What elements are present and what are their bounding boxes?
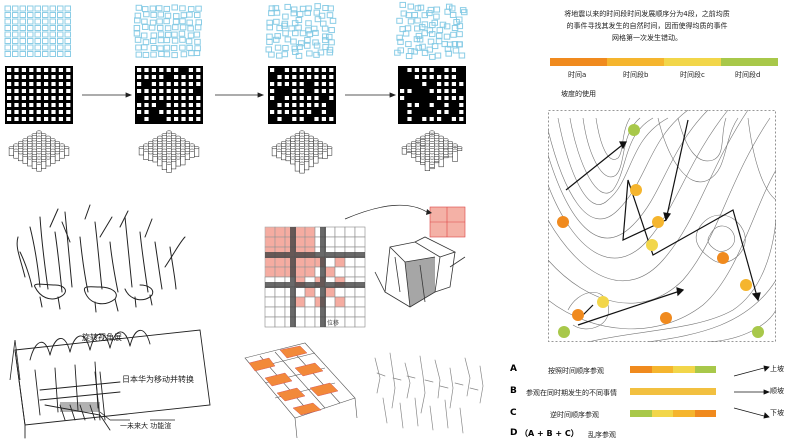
timeline-label-c: 时间段c [680, 71, 705, 79]
bar-seg [651, 366, 673, 373]
timeline-seg-c [664, 58, 721, 66]
legend-text-b: 参观在同时期发生的不同事情 [526, 389, 617, 397]
cyan-blocks-stage-2 [133, 4, 203, 59]
svg-text:位移: 位移 [327, 319, 339, 327]
timeline-label-a: 时间a [568, 71, 587, 79]
slope-title: 坡度的使用 [561, 90, 596, 98]
iso-blocks-stage-1 [8, 130, 70, 172]
legend-dir-c: 下坡 [770, 409, 784, 417]
bar-seg [694, 366, 716, 373]
legend-letter-a: A [510, 364, 517, 374]
cyan-blocks-stage-4 [394, 1, 468, 60]
event-dots [557, 124, 764, 338]
legend-text-a: 按照时间顺序参观 [548, 367, 604, 375]
timeline-label-d: 时间段d [735, 71, 761, 79]
legend-text-c: 逆时间顺序参观 [550, 411, 599, 419]
bar-seg [651, 410, 673, 417]
bar-seg [630, 410, 652, 417]
description-line: 网格第一次发生错动。 [612, 34, 682, 42]
legend-extra-d: 乱序参观 [588, 431, 616, 439]
stage-arrows [82, 92, 397, 98]
bar-seg [673, 366, 695, 373]
legend-letter-b: B [510, 386, 517, 396]
legend-letter-d: D [510, 428, 518, 438]
legend-arrows [733, 365, 771, 419]
timeline-seg-a [550, 58, 607, 66]
iso-blocks-stage-2 [138, 130, 200, 173]
timeline-bar [550, 58, 778, 66]
legend-dir-b: 顺坡 [770, 387, 784, 395]
bar-seg [673, 410, 695, 417]
sketch-note-top: 旋转视角展 [82, 332, 122, 342]
description-line: 的事件寻找其发生的自然时间，因而使得均质的事件 [566, 22, 728, 30]
sketch-note-low: 一未来大 功能渲 [120, 421, 171, 430]
contour-map [548, 110, 776, 342]
legend-bar-a [630, 366, 716, 373]
grid-evolution [82, 92, 397, 98]
iso-blocks-stage-4 [401, 130, 463, 171]
legend-letter-c: C [510, 408, 517, 418]
path-arrows [565, 119, 761, 326]
sketch-note-mid: 日本华为移动并转换 [122, 374, 194, 384]
black-grid-stage-4 [398, 66, 466, 124]
black-grid-stage-2 [135, 66, 203, 124]
legend-dir-a: 上坡 [770, 365, 784, 373]
sketch-orange-blocks [244, 342, 484, 439]
black-grid-stage-1 [5, 66, 73, 124]
bar-seg [694, 410, 716, 417]
timeline-seg-d [721, 58, 778, 66]
stages-diagram [4, 1, 468, 174]
legend-bar-c [630, 410, 716, 417]
bar-seg [630, 366, 652, 373]
cyan-blocks-stage-3 [265, 3, 337, 59]
timeline-label-b: 时间段b [623, 71, 649, 79]
legend: A 按照时间顺序参观 上坡 B 参观在同时期发生的不同事情 顺坡 C 逆时间顺序… [508, 362, 800, 443]
black-grid-stage-3 [268, 66, 336, 124]
description-line: 将地震以来的时间段时间发展顺序分为4段，之前均质 [564, 10, 730, 18]
sketch-red-grid: 位移 [264, 204, 466, 328]
iso-blocks-stage-3 [271, 130, 333, 174]
description-text: 将地震以来的时间段时间发展顺序分为4段，之前均质 的事件寻找其发生的自然时间，因… [532, 8, 762, 44]
legend-bar-b [630, 388, 716, 395]
sketch-structure: 旋转视角展 日本华为移动并转换 一未来大 功能渲 [9, 329, 211, 439]
timeline-seg-b [607, 58, 664, 66]
legend-text-d: （A + B + C） [520, 429, 579, 438]
sketch-plants [16, 204, 186, 313]
contour-lines [548, 110, 776, 342]
cyan-blocks-stage-1 [4, 5, 71, 57]
